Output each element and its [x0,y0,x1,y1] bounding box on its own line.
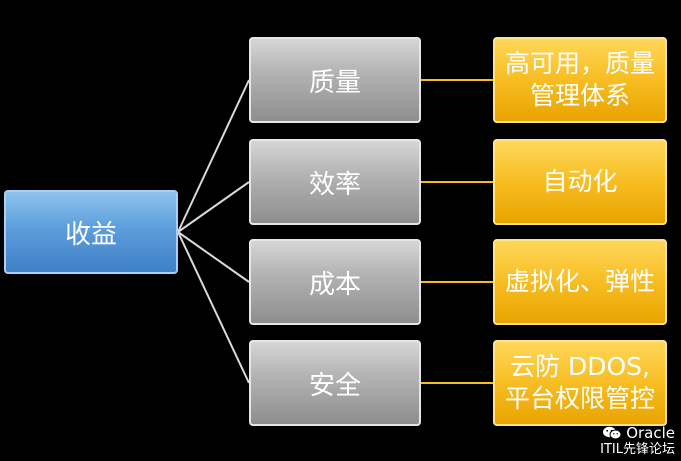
branch-node-cost: 成本 [249,239,421,325]
watermark-line-1: Oracle [525,425,675,441]
leaf-node-security: 云防 DDOS, 平台权限管控 [493,340,667,426]
branch-node-label: 质量 [308,67,361,98]
branch-node-label: 安全 [308,370,361,401]
root-node-label: 收益 [64,219,117,250]
leaf-node-label: 虚拟化、弹性 [504,267,655,296]
leaf-node-efficiency: 自动化 [493,139,667,225]
branch-node-efficiency: 效率 [249,139,421,225]
connector-root-branch-0 [177,79,250,233]
branch-node-quality: 质量 [249,37,421,123]
branch-node-label: 成本 [308,269,361,300]
branch-node-label: 效率 [308,169,361,200]
leaf-node-label: 云防 DDOS, 平台权限管控 [504,352,655,413]
connector-root-branch-3 [177,231,250,384]
watermark-line-2: ITIL先锋论坛 [600,442,675,457]
leaf-node-label: 高可用，质量 管理体系 [504,49,655,110]
leaf-node-cost: 虚拟化、弹性 [493,239,667,325]
connector-root-branch-2 [177,231,250,283]
leaf-node-quality: 高可用，质量 管理体系 [493,37,667,123]
connector-root-branch-1 [177,181,250,233]
watermark: Oracle ITIL先锋论坛 [525,425,675,458]
root-node: 收益 [4,190,178,274]
wechat-icon [603,426,622,440]
leaf-node-label: 自动化 [542,167,618,196]
branch-node-security: 安全 [249,340,421,426]
watermark-brand: Oracle [626,424,675,442]
